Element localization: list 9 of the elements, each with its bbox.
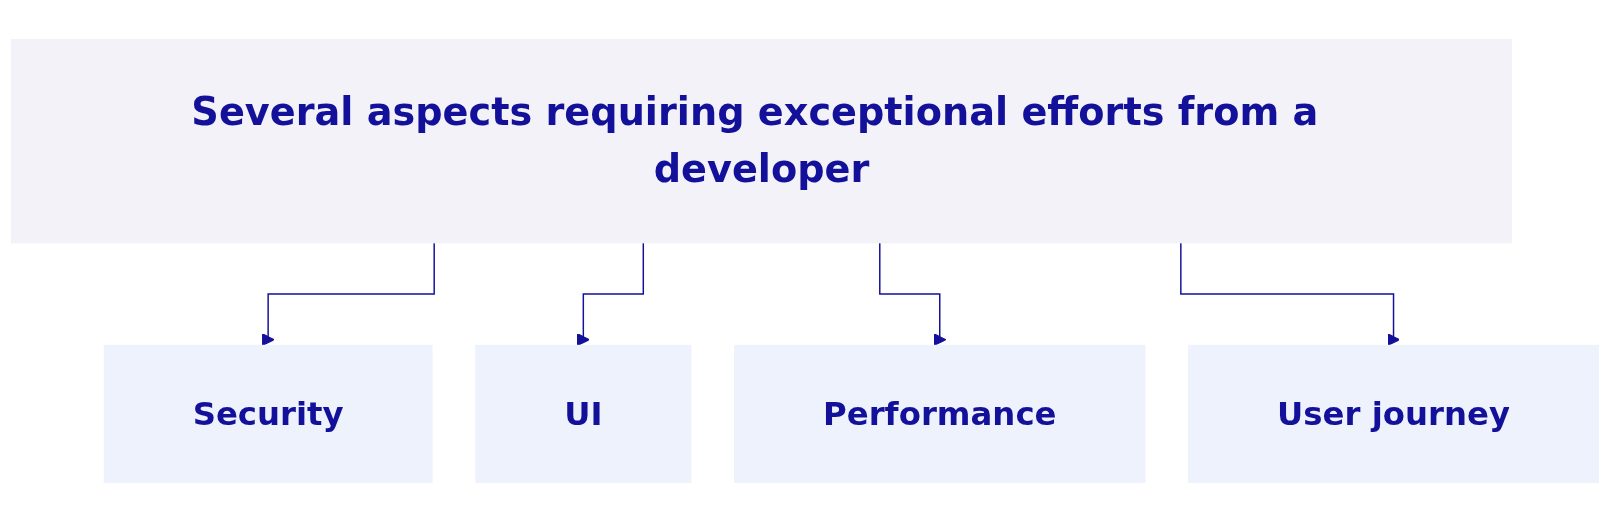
node-box: User journey bbox=[1188, 344, 1599, 483]
arrow bbox=[261, 241, 435, 347]
node-box: Security bbox=[103, 344, 433, 483]
arrow bbox=[1180, 241, 1400, 347]
arrow bbox=[879, 241, 947, 347]
arrow bbox=[576, 241, 645, 347]
node-box: Several aspects requiring exceptional efforts from a developer bbox=[11, 39, 1513, 244]
node-box: UI bbox=[475, 344, 692, 483]
node-box: Performance bbox=[734, 344, 1146, 483]
